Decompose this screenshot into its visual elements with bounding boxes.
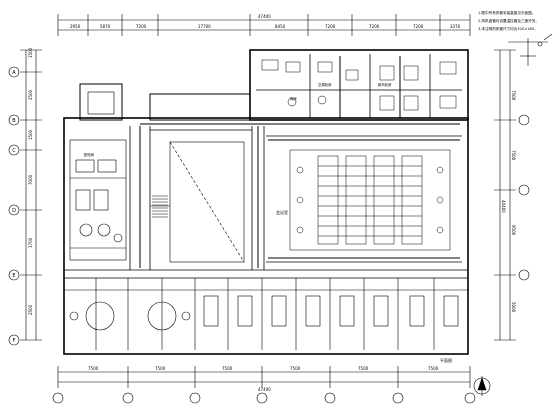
room-label-1: 空调机房	[318, 82, 332, 87]
conference-hall	[289, 149, 451, 251]
note-2: 2.风机盘管均设置温控器及三速开关。	[478, 18, 539, 23]
room-label-4: 库房	[290, 96, 297, 101]
partition-walls	[64, 54, 468, 279]
top-dim-1: 2950	[70, 24, 81, 29]
grid-row-d: D	[12, 208, 16, 214]
right-dim-3: 9500	[511, 225, 516, 236]
right-dim-2: 7500	[511, 150, 516, 161]
bottom-total-dim: 47400	[258, 387, 271, 392]
top-dim-3: 7200	[136, 24, 147, 29]
left-dim-4: 7000	[28, 174, 33, 185]
right-dim-4: 5000	[511, 302, 516, 313]
left-dim-3: 1500	[28, 129, 33, 140]
top-dim-9: 3370	[450, 24, 461, 29]
left-dim-2: 2500	[28, 89, 33, 100]
north-arrow	[473, 376, 491, 396]
bottom-dim-5: 7500	[358, 366, 369, 371]
grid-row-a: A	[12, 70, 16, 76]
bottom-grid-bubbles	[52, 392, 476, 404]
note-1: 1.图中所有风管安装高度见平面图。	[478, 10, 535, 15]
bottom-dim-2: 7500	[155, 366, 166, 371]
atrium	[150, 141, 245, 263]
top-dimension-chain	[57, 14, 471, 36]
top-dim-6: 7200	[325, 24, 336, 29]
right-grid-bubbles	[518, 114, 530, 281]
duct-runs	[139, 56, 460, 268]
sheet-title: 平面图	[440, 357, 452, 363]
top-dim-7: 7200	[369, 24, 380, 29]
stair	[152, 195, 168, 218]
bottom-dim-1: 7500	[88, 366, 99, 371]
bottom-dim-3: 7500	[222, 366, 233, 371]
grid-row-e: E	[12, 273, 15, 279]
left-grid-bubbles	[8, 66, 20, 346]
room-label-3: 配电间	[84, 152, 95, 157]
bottom-dim-4: 7500	[290, 366, 301, 371]
grid-row-c: C	[12, 148, 16, 154]
left-dim-1: 1500	[28, 47, 33, 58]
right-dim-1: 7500	[511, 90, 516, 101]
top-dim-5: 8450	[275, 24, 286, 29]
grid-row-b: B	[12, 118, 16, 124]
left-dimension-chain	[20, 49, 42, 341]
note-3: 3.未注明的风管尺寸均为320×160。	[478, 26, 538, 31]
legend-symbol	[508, 33, 553, 66]
general-notes: 1.图中所有风管安装高度见平面图。 2.风机盘管均设置温控器及三速开关。 3.未…	[478, 10, 539, 31]
right-dimension-chain	[494, 49, 516, 341]
equipment-room	[69, 139, 127, 261]
left-dim-5: 1700	[28, 237, 33, 248]
bottom-dimension-chain	[57, 366, 471, 388]
top-dim-2: 5870	[100, 24, 111, 29]
conference-hall-label: 会议室	[276, 209, 288, 215]
grid-row-f: F	[13, 338, 16, 344]
top-dim-4: 17700	[198, 24, 211, 29]
building-outline	[63, 49, 469, 355]
left-dim-6: 2500	[28, 304, 33, 315]
north-rooms	[261, 59, 457, 111]
room-label-2: 新风机房	[378, 82, 392, 87]
top-dim-8: 7200	[413, 24, 424, 29]
bottom-dim-6: 7500	[428, 366, 439, 371]
right-total-dim: 40400	[501, 200, 506, 213]
south-rooms	[64, 278, 468, 350]
top-total-dim: 47400	[258, 14, 271, 19]
